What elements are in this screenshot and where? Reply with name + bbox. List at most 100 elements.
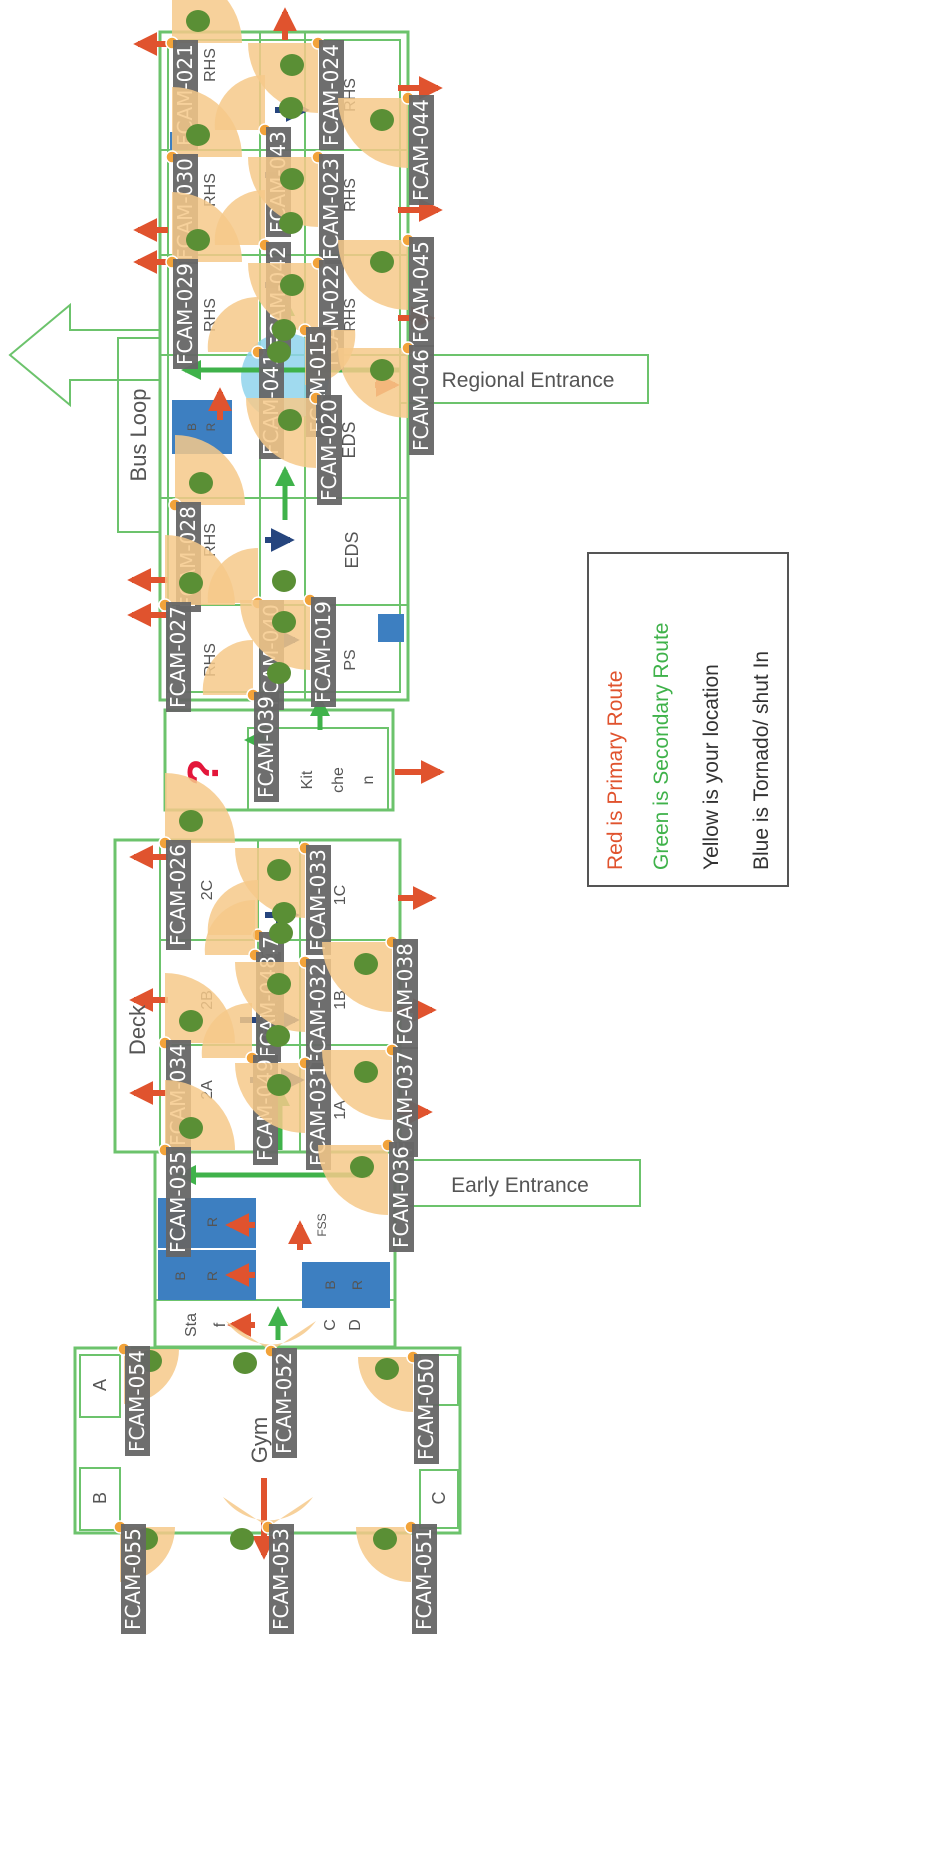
legend-your-location: Yellow is your location xyxy=(700,664,723,870)
camera-label: FCAM-045 xyxy=(409,237,434,347)
camera-target-marker xyxy=(189,472,213,494)
camera-fcam-055[interactable]: FCAM-055 xyxy=(113,1520,175,1634)
camera-target-marker xyxy=(267,859,291,881)
camera-label-background xyxy=(254,692,279,802)
legend-primary-route: Red is Primary Route xyxy=(604,670,627,870)
camera-fcam-050[interactable]: FCAM-050 xyxy=(358,1350,439,1464)
camera-fcam-031[interactable]: FCAM-031 xyxy=(235,1056,331,1170)
camera-fcam-024[interactable]: FCAM-024 xyxy=(248,36,344,150)
camera-label-text: FCAM-053 xyxy=(269,1528,293,1630)
camera-target-marker xyxy=(233,1352,257,1374)
legend: Red is Primary Route Green is Secondary … xyxy=(587,552,789,887)
camera-label-background xyxy=(409,345,434,455)
camera-fcam-020[interactable]: FCAM-020 xyxy=(246,391,342,505)
camera-target-marker xyxy=(375,1358,399,1380)
br-1-r-label: R xyxy=(204,1217,220,1227)
camera-fcam-054[interactable]: FCAM-054 xyxy=(117,1342,179,1456)
camera-target-marker xyxy=(186,10,210,32)
camera-target-marker xyxy=(272,611,296,633)
camera-label: FCAM-037 xyxy=(393,1047,418,1157)
camera-fcam-037[interactable]: FCAM-037 xyxy=(322,1043,418,1157)
camera-fcam-033[interactable]: FCAM-033 xyxy=(235,841,331,955)
camera-label: FCAM-055 xyxy=(121,1524,146,1634)
camera-label-background xyxy=(306,959,331,1069)
camera-label-background xyxy=(173,259,198,369)
camera-fov-cone xyxy=(214,189,265,245)
camera-target-marker xyxy=(267,1074,291,1096)
camera-label-background xyxy=(319,154,344,264)
camera-target-marker xyxy=(266,1025,290,1047)
camera-label-background xyxy=(412,1524,437,1634)
camera-fcam-035[interactable]: FCAM-035 xyxy=(158,1080,235,1257)
camera-target-marker xyxy=(354,953,378,975)
camera-label-text: FCAM-045 xyxy=(409,241,433,343)
camera-label-text: FCAM-020 xyxy=(317,399,341,501)
camera-label-text: FCAM-037 xyxy=(393,1051,417,1153)
camera-label-background xyxy=(272,1348,297,1458)
camera-target-marker xyxy=(267,973,291,995)
camera-fcam-019[interactable]: FCAM-019 xyxy=(240,593,336,707)
gym-label: Gym xyxy=(247,1417,272,1463)
cd-label-1: C xyxy=(322,1319,339,1331)
camera-fcam-053[interactable]: FCAM-053 xyxy=(223,1497,313,1634)
camera-fov-cone xyxy=(202,639,253,695)
camera-target-marker xyxy=(179,1010,203,1032)
room-2c-label: 2C xyxy=(199,880,216,900)
camera-fcam-051[interactable]: FCAM-051 xyxy=(356,1520,437,1634)
camera-target-marker xyxy=(230,1528,254,1550)
early-entrance-label: Early Entrance xyxy=(451,1174,589,1197)
camera-target-marker xyxy=(354,1061,378,1083)
camera-label-text: FCAM-026 xyxy=(166,844,190,946)
camera-fcam-036[interactable]: FCAM-036 xyxy=(318,1138,414,1252)
kitchen-label-1: Kit xyxy=(299,770,316,789)
camera-fcam-045[interactable]: FCAM-045 xyxy=(338,233,434,347)
camera-fov-cone xyxy=(338,348,408,418)
camera-fcam-052[interactable]: FCAM-052 xyxy=(226,1321,316,1458)
camera-target-marker xyxy=(280,54,304,76)
camera-label: FCAM-032 xyxy=(306,959,331,1069)
deck-label: Deck xyxy=(125,1004,150,1055)
gym-room-a-label: A xyxy=(90,1379,110,1391)
camera-target-marker xyxy=(370,359,394,381)
camera-label: FCAM-027 xyxy=(166,602,191,712)
camera-fov-cone xyxy=(214,74,265,130)
camera-target-marker xyxy=(269,922,293,944)
gym-room-c-label: C xyxy=(429,1492,449,1505)
camera-fcam-044[interactable]: FCAM-044 xyxy=(338,91,434,205)
camera-fov-cone xyxy=(207,547,258,603)
camera-label-background xyxy=(166,602,191,712)
camera-label: FCAM-046 xyxy=(409,345,434,455)
camera-label: FCAM-053 xyxy=(269,1524,294,1634)
br-3-r-label: R xyxy=(349,1280,365,1290)
camera-target-marker xyxy=(373,1528,397,1550)
camera-label: FCAM-026 xyxy=(166,840,191,950)
camera-fcam-032[interactable]: FCAM-032 xyxy=(235,955,331,1069)
br-3-b-label: B xyxy=(322,1280,338,1289)
staff-label-1: Sta xyxy=(183,1313,200,1337)
camera-label-text: FCAM-039 xyxy=(254,696,278,798)
camera-label-background xyxy=(306,845,331,955)
room-1b-label: 1B xyxy=(332,990,349,1010)
camera-label: FCAM-044 xyxy=(409,95,434,205)
camera-label-background xyxy=(311,597,336,707)
camera-target-marker xyxy=(370,109,394,131)
camera-target-marker xyxy=(350,1156,374,1178)
camera-label-background xyxy=(306,1060,331,1170)
camera-fov-cone xyxy=(175,435,245,505)
bus-loop-label: Bus Loop xyxy=(126,389,151,482)
camera-label: FCAM-020 xyxy=(317,395,342,505)
br-top-r-label: R xyxy=(204,422,218,431)
camera-label-text: FCAM-027 xyxy=(166,606,190,708)
blue-room-small-2 xyxy=(378,614,404,642)
camera-fcam-039[interactable]: FCAM-039 xyxy=(202,639,291,802)
camera-label: FCAM-052 xyxy=(272,1348,297,1458)
camera-fcam-046[interactable]: FCAM-046 xyxy=(338,341,434,455)
camera-label-text: FCAM-029 xyxy=(173,263,197,365)
camera-fcam-026[interactable]: FCAM-026 xyxy=(158,773,235,950)
legend-secondary-route: Green is Secondary Route xyxy=(650,623,673,870)
camera-fcam-038[interactable]: FCAM-038 xyxy=(322,935,418,1049)
camera-label-text: FCAM-036 xyxy=(389,1146,413,1248)
camera-target-marker xyxy=(186,124,210,146)
camera-target-marker xyxy=(267,662,291,684)
camera-label-text: FCAM-033 xyxy=(306,849,330,951)
